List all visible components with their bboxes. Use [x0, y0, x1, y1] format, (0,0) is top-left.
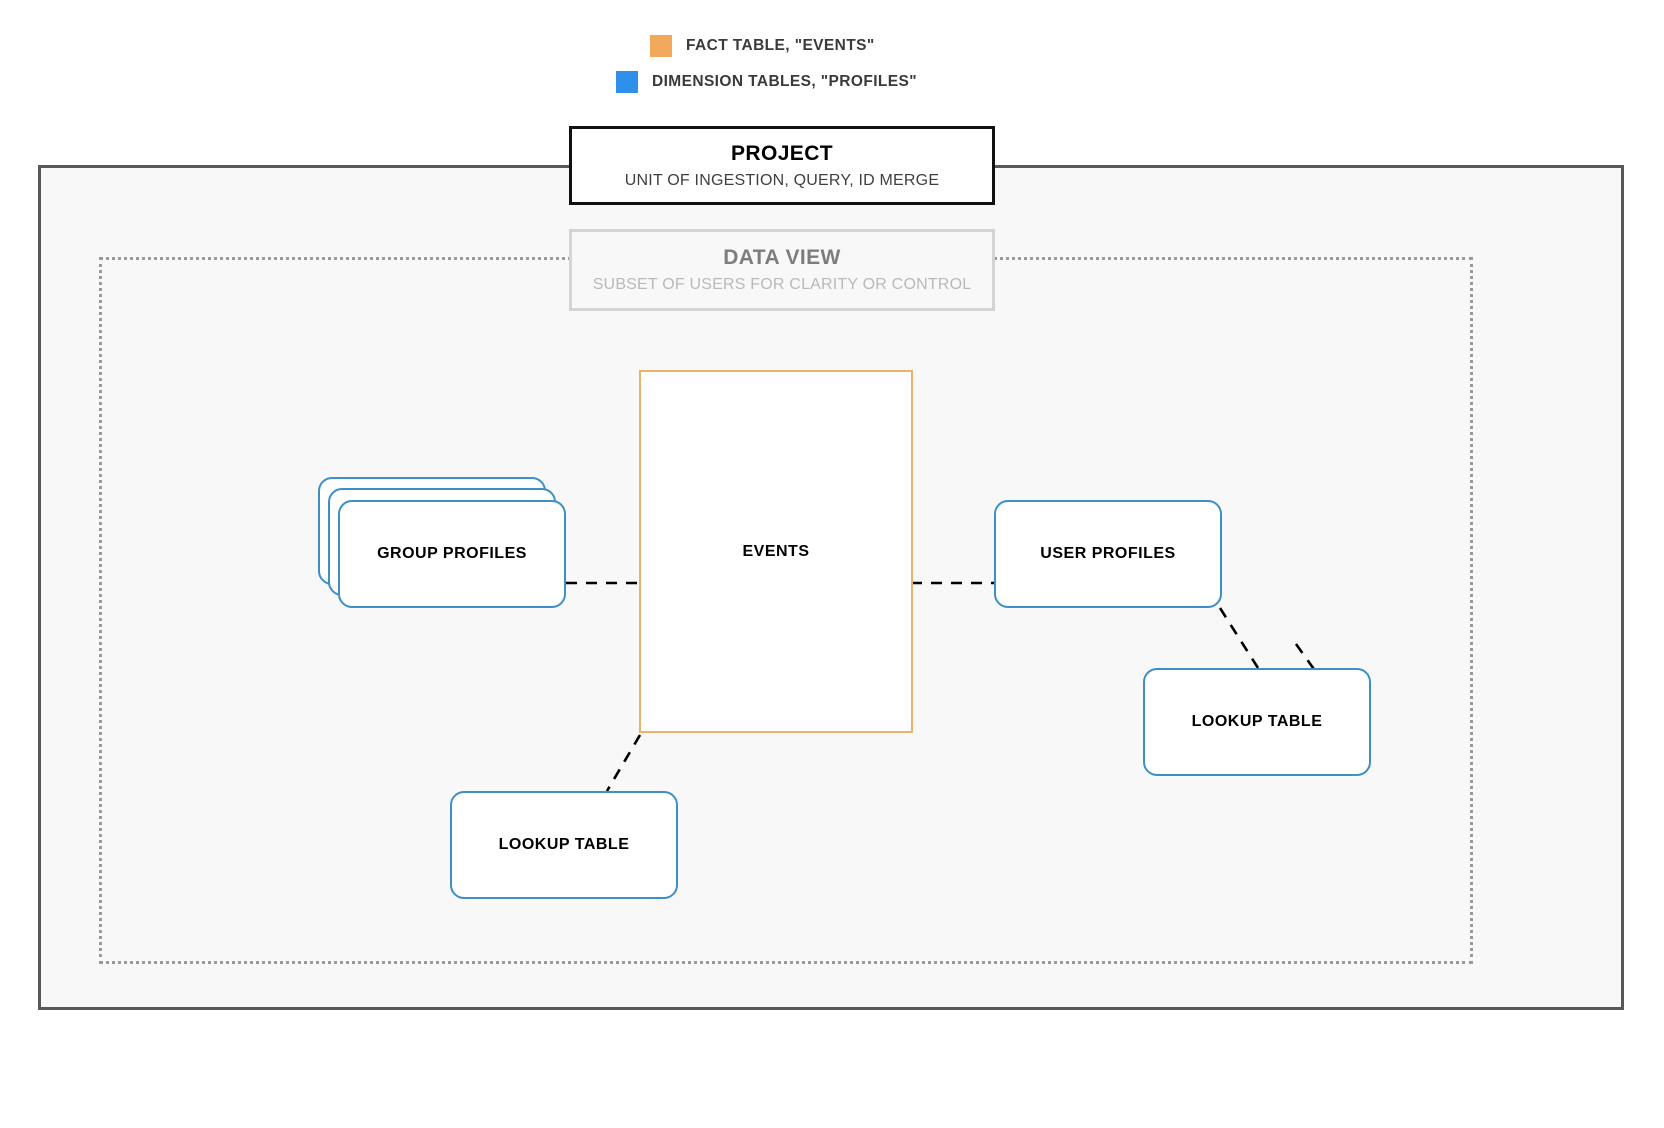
node-lookup-table-right[interactable]: LOOKUP TABLE	[1143, 668, 1371, 776]
node-label-lookup-table-left: LOOKUP TABLE	[498, 836, 630, 853]
node-label-user-profiles: USER PROFILES	[1040, 545, 1176, 562]
node-label-events: EVENTS	[742, 542, 810, 560]
node-events[interactable]: EVENTS	[639, 370, 913, 733]
node-user-profiles[interactable]: USER PROFILES	[994, 500, 1222, 608]
legend-item-fact-table: FACT TABLE, "EVENTS"	[650, 35, 875, 57]
node-label-group-profiles: GROUP PROFILES	[377, 545, 527, 562]
node-label-lookup-table-right: LOOKUP TABLE	[1191, 713, 1323, 730]
callout-project[interactable]: PROJECT UNIT OF INGESTION, QUERY, ID MER…	[569, 126, 995, 205]
callout-data-view-title: DATA VIEW	[723, 246, 841, 269]
square-swatch-icon	[616, 71, 638, 93]
node-lookup-table-left[interactable]: LOOKUP TABLE	[450, 791, 678, 899]
callout-project-title: PROJECT	[731, 141, 833, 165]
callout-data-view-subtitle: SUBSET OF USERS FOR CLARITY OR CONTROL	[592, 276, 972, 293]
node-group-profiles[interactable]: GROUP PROFILES	[338, 500, 566, 608]
square-swatch-icon	[650, 35, 672, 57]
callout-project-subtitle: UNIT OF INGESTION, QUERY, ID MERGE	[624, 171, 940, 189]
legend-item-dimension-tables: DIMENSION TABLES, "PROFILES"	[616, 71, 917, 93]
legend-label-dimension-tables: DIMENSION TABLES, "PROFILES"	[652, 73, 918, 90]
legend-label-fact-table: FACT TABLE, "EVENTS"	[686, 37, 875, 54]
callout-data-view[interactable]: DATA VIEW SUBSET OF USERS FOR CLARITY OR…	[569, 229, 995, 311]
